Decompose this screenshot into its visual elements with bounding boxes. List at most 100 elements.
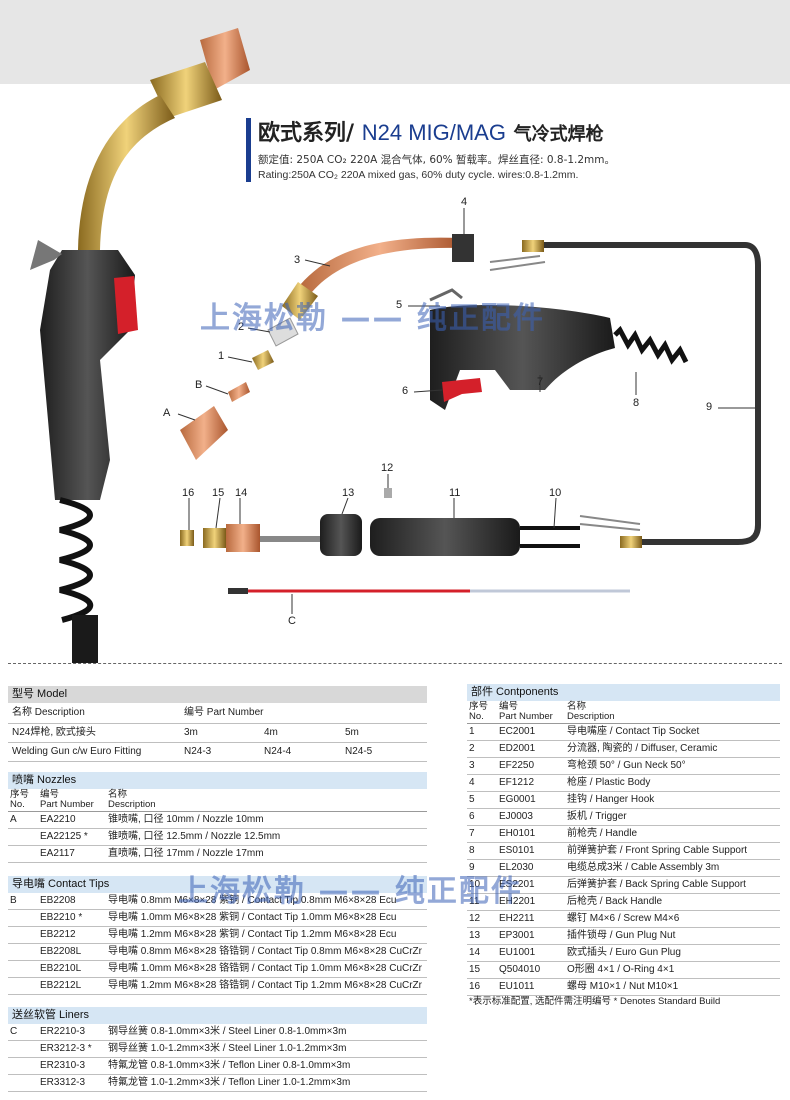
- component-row-desc: 插件锁母 / Gun Plug Nut: [567, 930, 676, 941]
- component-row-desc: 前弹簧护套 / Front Spring Cable Support: [567, 845, 748, 856]
- contact-tip-row-no: B: [10, 895, 17, 906]
- contact-tips-table: 导电嘴 Contact Tips B EB2208 导电嘴 0.8mm M6×8×2…: [8, 876, 427, 995]
- component-row-desc: 后弹簧护套 / Back Spring Cable Support: [567, 879, 746, 890]
- back-handle-part-11: [370, 518, 520, 556]
- length-3m: 3m: [184, 727, 198, 738]
- part-n24-4: N24-4: [264, 746, 292, 757]
- model-desc-cn: N24焊枪, 欧式接头: [12, 727, 96, 738]
- nozzle-row-desc: 锥喷嘴, 口径 10mm / Nozzle 10mm: [108, 814, 264, 825]
- component-row-part: ED2001: [499, 743, 536, 754]
- component-row-part: EF1212: [499, 777, 535, 788]
- component-row-no: 8: [469, 845, 475, 856]
- spring-part-8: [613, 325, 689, 365]
- component-row-no: 3: [469, 760, 475, 771]
- nozzle-row-part: EA2210: [40, 814, 76, 825]
- contact-tip-row-part: EB2210L: [40, 963, 82, 974]
- liner-row-part: ER3212-3 *: [40, 1043, 92, 1054]
- component-row-desc: O形圈 4×1 / O-Ring 4×1: [567, 964, 675, 975]
- contact-tip-row-desc: 导电嘴 1.0mm M6×8×28 铬锆铜 / Contact Tip 1.0m…: [108, 963, 422, 974]
- length-5m: 5m: [345, 727, 359, 738]
- callout-C: C: [288, 615, 296, 627]
- nozzle-row-desc: 锥喷嘴, 口径 12.5mm / Nozzle 12.5mm: [108, 831, 281, 842]
- component-row-desc: 电缆总成3米 / Cable Assembly 3m: [567, 862, 720, 873]
- component-row-part: EP3001: [499, 930, 535, 941]
- callout-2: 2: [238, 321, 245, 333]
- oring-part-15: [203, 528, 226, 548]
- page-title: 欧式系列/ N24 MIG/MAG 气冷式焊枪: [258, 120, 604, 146]
- component-row-part: ES2201: [499, 879, 535, 890]
- component-row-part: EC2001: [499, 726, 536, 737]
- contact-tip-row: EB2210 * 导电嘴 1.0mm M6×8×28 紫铜 / Contact T…: [8, 910, 427, 927]
- model-col-headers: 名称 Description 编号 Part Number: [8, 703, 427, 724]
- rating-cn: 额定值: 250A CO₂ 220A 混合气体, 60% 暂载率。焊丝直径: 0…: [258, 154, 616, 166]
- callout-A: A: [163, 407, 171, 419]
- component-row-no: 15: [469, 964, 481, 975]
- model-lengths-row: N24焊枪, 欧式接头 3m 4m 5m: [8, 724, 427, 743]
- component-row-desc: 前枪壳 / Handle: [567, 828, 638, 839]
- component-row-no: 1: [469, 726, 475, 737]
- socket-part-1: [252, 350, 274, 370]
- component-row-no: 11: [469, 896, 480, 907]
- rating-en: Rating:250A CO₂ 220A mixed gas, 60% duty…: [258, 169, 579, 181]
- contact-tip-row-part: EB2210 *: [40, 912, 83, 923]
- component-row-part: EH2201: [499, 896, 536, 907]
- callout-10: 10: [549, 487, 562, 499]
- screw-part-12: [384, 488, 392, 498]
- contact-tip-row-desc: 导电嘴 1.0mm M6×8×28 紫铜 / Contact Tip 1.0mm…: [108, 912, 397, 923]
- liner-part-C: [228, 588, 630, 594]
- liner-row-desc: 钢导丝簧 0.8-1.0mm×3米 / Steel Liner 0.8-1.0m…: [108, 1026, 347, 1037]
- model-desc-en: Welding Gun c/w Euro Fitting: [12, 746, 142, 757]
- callout-4: 4: [461, 196, 468, 208]
- component-row-no: 13: [469, 930, 481, 941]
- component-row-part: EF2250: [499, 760, 535, 771]
- nozzle-row-desc: 直喷嘴, 口径 17mm / Nozzle 17mm: [108, 848, 264, 859]
- component-row-part: EU1011: [499, 981, 535, 992]
- callout-3: 3: [294, 254, 301, 266]
- components-section-header: 部件 Contponents: [467, 684, 780, 701]
- contact-tip-row-desc: 导电嘴 0.8mm M6×8×28 铬锆铜 / Contact Tip 0.8m…: [108, 946, 422, 957]
- component-row-desc: 分流器, 陶瓷的 / Diffuser, Ceramic: [567, 743, 718, 754]
- callout-12: 12: [381, 462, 394, 474]
- callout-9: 9: [706, 401, 713, 413]
- handle-part-7: [430, 304, 615, 410]
- liner-row-desc: 钢导丝簧 1.0-1.2mm×3米 / Steel Liner 1.0-1.2m…: [108, 1043, 347, 1054]
- nozzle-row-part: EA2117: [40, 848, 75, 859]
- part-n24-3: N24-3: [184, 746, 212, 757]
- contact-tip-row-part: EB2212: [40, 929, 76, 940]
- contact-tips-section-header: 导电嘴 Contact Tips: [8, 876, 427, 893]
- nut-part-13: [320, 514, 362, 556]
- nozzles-section-header: 喷嘴 Nozzles: [8, 772, 427, 789]
- component-row-no: 7: [469, 828, 475, 839]
- tip-part-B: [228, 382, 250, 402]
- liner-row-no: C: [10, 1026, 18, 1037]
- component-row-desc: 枪座 / Plastic Body: [567, 777, 651, 788]
- nozzle-row-part: EA22125 *: [40, 831, 88, 842]
- liner-row: ER3212-3 * 钢导丝簧 1.0-1.2mm×3米 / Steel Line…: [8, 1041, 427, 1058]
- callout-B: B: [195, 379, 203, 391]
- top-banner: [0, 0, 790, 84]
- model-parts-row: Welding Gun c/w Euro Fitting N24-3 N24-4…: [8, 743, 427, 762]
- product-diagram: [30, 28, 761, 663]
- liner-row-part: ER3312-3: [40, 1077, 86, 1088]
- contact-tip-row-part: EB2208: [40, 895, 76, 906]
- component-row-part: EG0001: [499, 794, 536, 805]
- nut-part-16: [180, 530, 194, 546]
- component-row-no: 2: [469, 743, 475, 754]
- model-table: 型号 Model 名称 Description 编号 Part Number N…: [8, 686, 427, 762]
- liners-section-header: 送丝软管 Liners: [8, 1007, 427, 1024]
- callout-1: 1: [218, 350, 225, 362]
- length-4m: 4m: [264, 727, 278, 738]
- component-row-no: 9: [469, 862, 475, 873]
- component-row-desc: 弯枪颈 50° / Gun Neck 50°: [567, 760, 686, 771]
